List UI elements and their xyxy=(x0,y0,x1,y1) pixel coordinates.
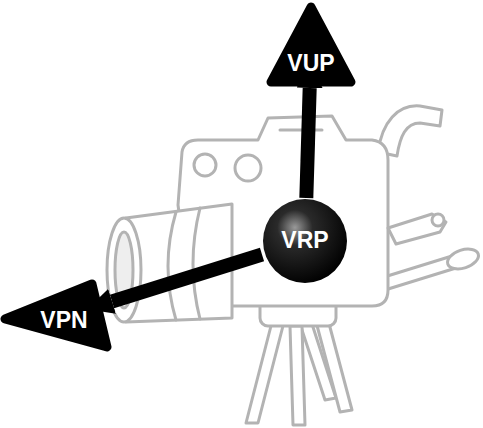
tripod-leg xyxy=(246,322,284,423)
vector-shaft xyxy=(306,88,309,198)
node-text-group: VRP xyxy=(262,198,348,284)
node-text-group: VUP xyxy=(266,2,356,88)
vector-arrowhead: VPN xyxy=(0,279,112,359)
camera-drawing xyxy=(107,106,481,425)
top-handle xyxy=(378,106,442,156)
body-dial xyxy=(235,155,261,181)
tripod-leg xyxy=(315,316,352,412)
arrowhead-shape xyxy=(5,284,107,347)
vector-arrowhead: VUP xyxy=(266,2,356,88)
origin-sphere: VRP xyxy=(262,198,348,284)
vector-label: VPN xyxy=(40,308,87,333)
node-text-group: VPN xyxy=(0,279,112,359)
arrowhead-shape xyxy=(271,7,351,82)
lens-ring xyxy=(193,208,200,319)
lens-front xyxy=(107,218,141,322)
sphere-shape xyxy=(263,199,347,283)
crank-knob xyxy=(432,214,444,226)
vector-label: VRP xyxy=(281,228,328,253)
lens-ring xyxy=(168,212,176,320)
body-detail xyxy=(280,129,322,132)
vector-shaft xyxy=(112,254,262,301)
vector-label: VUP xyxy=(287,51,334,76)
side-crank xyxy=(388,214,446,244)
body-dial xyxy=(194,154,216,176)
rod-knob xyxy=(445,245,481,272)
tripod-leg xyxy=(290,326,305,425)
